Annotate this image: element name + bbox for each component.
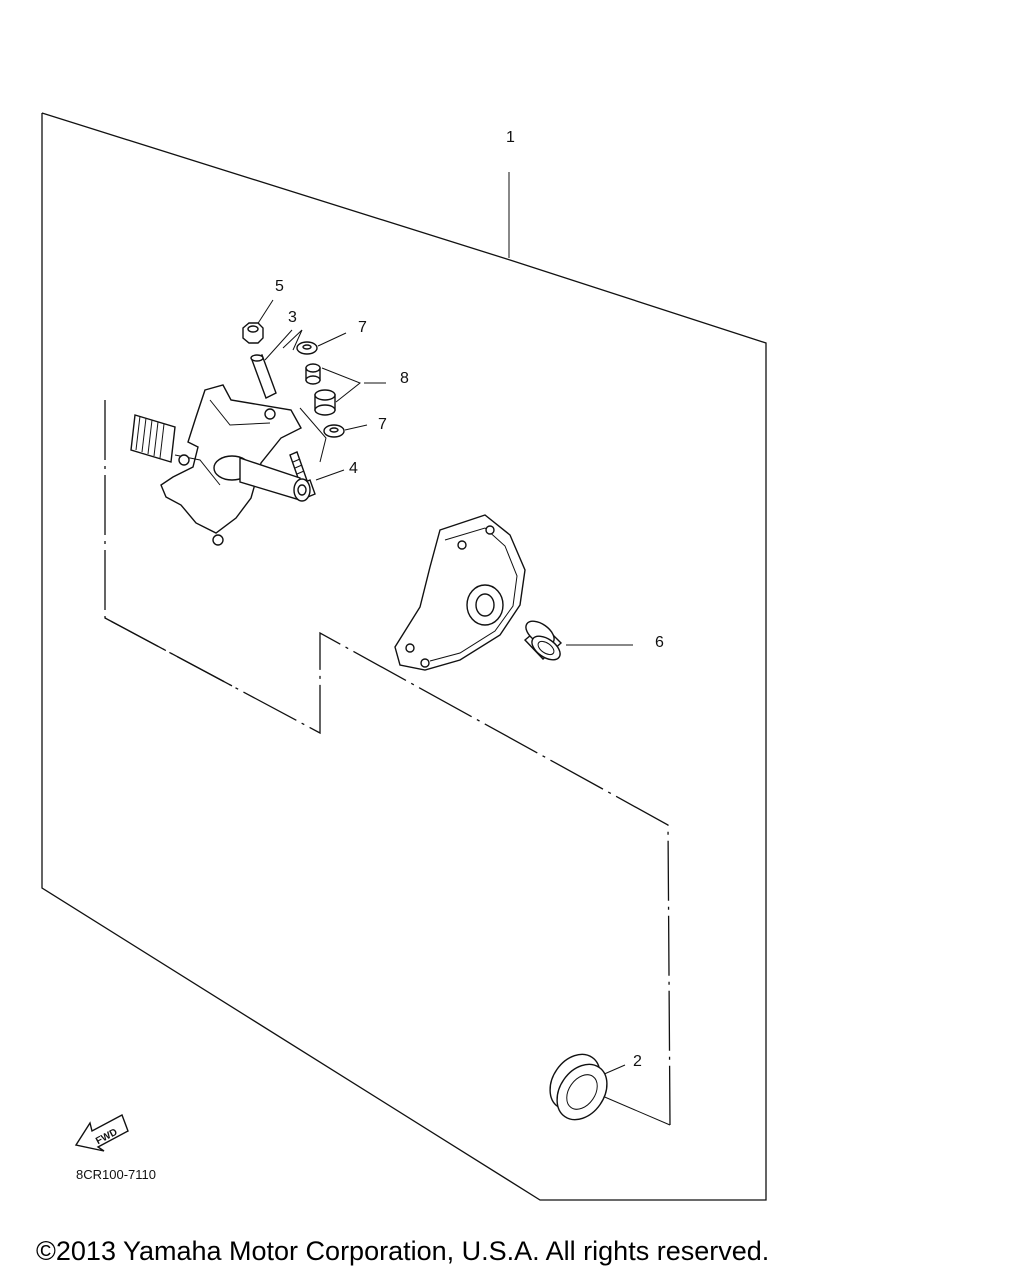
callout-7-lower: 7 bbox=[378, 416, 387, 433]
shaft-assembly bbox=[130, 384, 311, 546]
callout-6: 6 bbox=[655, 634, 664, 651]
callout-1: 1 bbox=[506, 129, 515, 146]
kit-outline bbox=[41, 112, 767, 1201]
callout-8: 8 bbox=[400, 370, 409, 387]
callout-7-upper: 7 bbox=[358, 319, 367, 336]
copyright-notice: ©2013 Yamaha Motor Corporation, U.S.A. A… bbox=[36, 1236, 770, 1266]
part-6-bearing bbox=[523, 620, 563, 661]
part-8-bushings bbox=[305, 363, 336, 416]
callout-2: 2 bbox=[633, 1053, 642, 1070]
part-7-washer-upper bbox=[296, 341, 318, 355]
callout-5: 5 bbox=[275, 278, 284, 295]
callout-4: 4 bbox=[349, 460, 358, 477]
housing-cover bbox=[394, 514, 526, 671]
part-7-washer-lower bbox=[323, 424, 345, 438]
callout-3: 3 bbox=[288, 309, 297, 326]
diagram-code: 8CR100-7110 bbox=[76, 1167, 156, 1182]
part-5-nut bbox=[242, 322, 264, 344]
part-2-seal-ring bbox=[549, 1053, 608, 1121]
fwd-arrow-icon: FWD bbox=[74, 1114, 129, 1152]
part-3-pin bbox=[250, 354, 277, 399]
